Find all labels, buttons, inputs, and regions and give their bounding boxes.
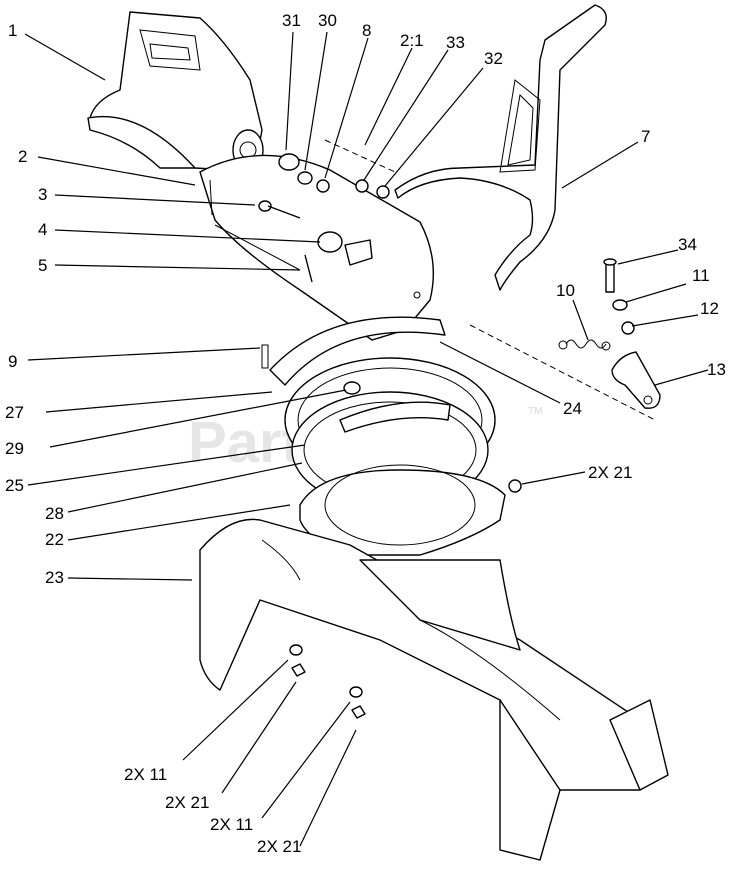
callout-33: 33	[446, 33, 465, 52]
part-upper-chute	[199, 154, 434, 341]
callout-2x21-b: 2X 21	[257, 837, 301, 856]
callout-34: 34	[678, 235, 697, 254]
part-chute-bracket	[394, 4, 607, 291]
part-hardware-top	[258, 153, 390, 283]
callout-28: 28	[45, 504, 64, 523]
alignment-line-top	[324, 139, 396, 173]
callout-2x21-a: 2X 21	[165, 793, 209, 812]
callout-2: 2	[18, 147, 27, 166]
callout-22: 22	[45, 530, 64, 549]
callout-32: 32	[484, 49, 503, 68]
alignment-line-right	[469, 324, 656, 421]
callout-1: 1	[8, 21, 17, 40]
callout-4: 4	[38, 220, 47, 239]
callout-12: 12	[700, 299, 719, 318]
callout-3: 3	[38, 185, 47, 204]
part-right-hardware	[558, 258, 661, 409]
callout-8: 8	[362, 21, 371, 40]
callout-2to1: 2:1	[400, 31, 424, 50]
callout-7: 7	[641, 127, 650, 146]
callout-13: 13	[707, 360, 726, 379]
callout-25: 25	[5, 476, 24, 495]
callout-2x21-right: 2X 21	[588, 463, 632, 482]
callout-labels: 1 2 3 4 5 31 30 8 2:1 33 32 7 34 11 10 1…	[5, 11, 726, 856]
callout-2x11-b: 2X 11	[210, 815, 253, 834]
callout-11: 11	[692, 266, 710, 285]
callout-24: 24	[563, 399, 582, 418]
watermark-trademark: TM	[528, 406, 542, 417]
leader-lines	[24, 31, 709, 847]
callout-23: 23	[45, 568, 64, 587]
callout-30: 30	[318, 11, 337, 30]
callout-2x11-a: 2X 11	[124, 765, 167, 784]
callout-9: 9	[8, 352, 17, 371]
part-auger-housing	[199, 518, 669, 861]
part-chute-deflector	[87, 11, 264, 171]
callout-31: 31	[282, 11, 301, 30]
callout-10: 10	[556, 281, 575, 300]
callout-29: 29	[5, 439, 24, 458]
callout-5: 5	[38, 256, 47, 275]
callout-27: 27	[5, 403, 24, 422]
part-bottom-hardware	[289, 644, 366, 719]
